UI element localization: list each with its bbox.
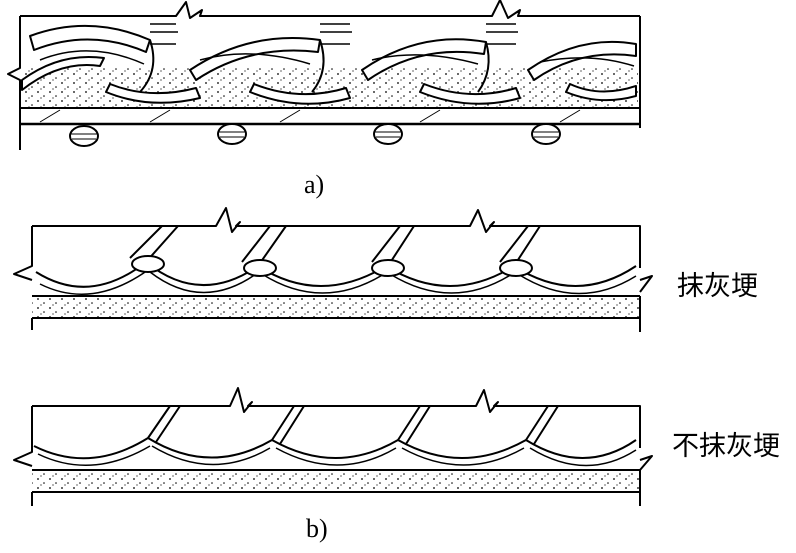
convex-tile <box>29 24 151 53</box>
figure-b-with-mortar-ridge <box>13 207 653 332</box>
mortar-ridge <box>243 259 277 277</box>
concave-tile <box>105 83 201 104</box>
tile-arc <box>517 273 637 295</box>
tile-arc <box>39 269 149 295</box>
figure-b-without-mortar-ridge <box>13 387 653 506</box>
purlin <box>217 123 247 145</box>
concave-tile <box>565 83 637 102</box>
tile-arc <box>401 447 525 466</box>
convex-tile <box>477 41 490 93</box>
tile-arc <box>37 445 151 466</box>
figure-a-left-edge <box>7 16 21 150</box>
figure-b1-left-edge <box>13 226 33 281</box>
tile-arc <box>147 437 273 459</box>
figure-a-board-lines <box>39 109 581 123</box>
without-mortar-ridge-label: 不抹灰埂 <box>672 431 780 462</box>
figure-b2-left-edge <box>13 406 33 467</box>
ridge-line <box>129 225 541 267</box>
with-mortar-ridge-label: 抹灰埂 <box>677 271 758 302</box>
mortar-ridge <box>499 259 533 277</box>
purlin <box>373 123 403 145</box>
figure-a-tile-roof <box>7 0 641 150</box>
tile-arc <box>525 439 637 459</box>
figure-b1-bed-bottom <box>31 317 640 330</box>
figure-b2-mortar-bed <box>32 470 640 492</box>
convex-tile <box>139 39 155 93</box>
concave-tile <box>419 83 521 105</box>
tile-arc <box>389 273 513 294</box>
concave-tile <box>249 83 351 105</box>
convex-tile <box>527 40 637 81</box>
convex-tile <box>361 38 487 81</box>
tile-edge-line <box>147 405 559 445</box>
concave-tile <box>21 55 105 91</box>
mortar-ridge <box>131 255 165 273</box>
tile-arc <box>33 437 149 460</box>
tile-arc <box>275 447 397 466</box>
purlin-group <box>69 123 561 147</box>
purlin <box>69 125 99 147</box>
tile-arc <box>149 271 257 294</box>
tile-arc <box>529 447 637 467</box>
mortar-ridge <box>371 259 405 277</box>
figure-a-top-edge <box>20 0 640 19</box>
tile-arc <box>261 273 385 294</box>
tile-arc <box>397 439 527 459</box>
figure-b2-top-edge <box>32 387 641 448</box>
figure-b1-mortar-bed <box>32 296 640 318</box>
figure-b1-top-edge <box>32 207 641 268</box>
figure-a-caption: a) <box>304 170 325 199</box>
figure-b-caption: b) <box>306 514 328 543</box>
figure-b2-bed-bottom <box>31 491 640 506</box>
tile-arc <box>151 445 271 466</box>
tile-arc <box>271 439 399 459</box>
purlin <box>531 123 561 145</box>
tile-arc <box>35 261 147 288</box>
convex-tile <box>311 39 325 93</box>
convex-tile <box>189 37 321 81</box>
